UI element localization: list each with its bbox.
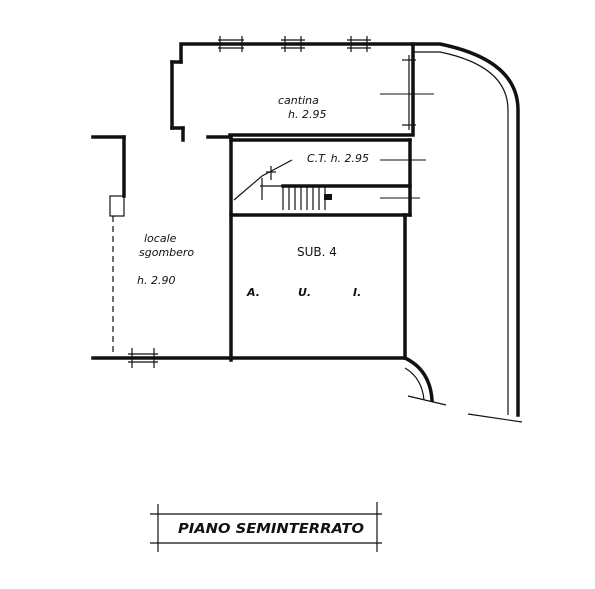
aui-i: I.: [353, 286, 361, 299]
sgombero-label: sgombero: [139, 246, 194, 259]
title-text: PIANO SEMINTERRATO: [178, 522, 364, 537]
title-cartouche: PIANO SEMINTERRATO: [150, 502, 382, 552]
ramp-curve: [402, 42, 523, 423]
locale-height: h. 2.90: [137, 274, 175, 287]
staircase: [233, 159, 332, 210]
sub-label: SUB. 4: [297, 245, 337, 259]
cantina-label: cantina: [278, 94, 319, 107]
leader-lines: [380, 93, 434, 199]
aui-a: A.: [246, 286, 260, 299]
ct-label: C.T. h. 2.95: [307, 152, 369, 165]
windows: [128, 36, 416, 368]
locale-label: locale: [144, 232, 177, 245]
cantina-height: h. 2.95: [288, 108, 326, 121]
walls: [91, 42, 415, 362]
aui-u: U.: [298, 286, 311, 299]
